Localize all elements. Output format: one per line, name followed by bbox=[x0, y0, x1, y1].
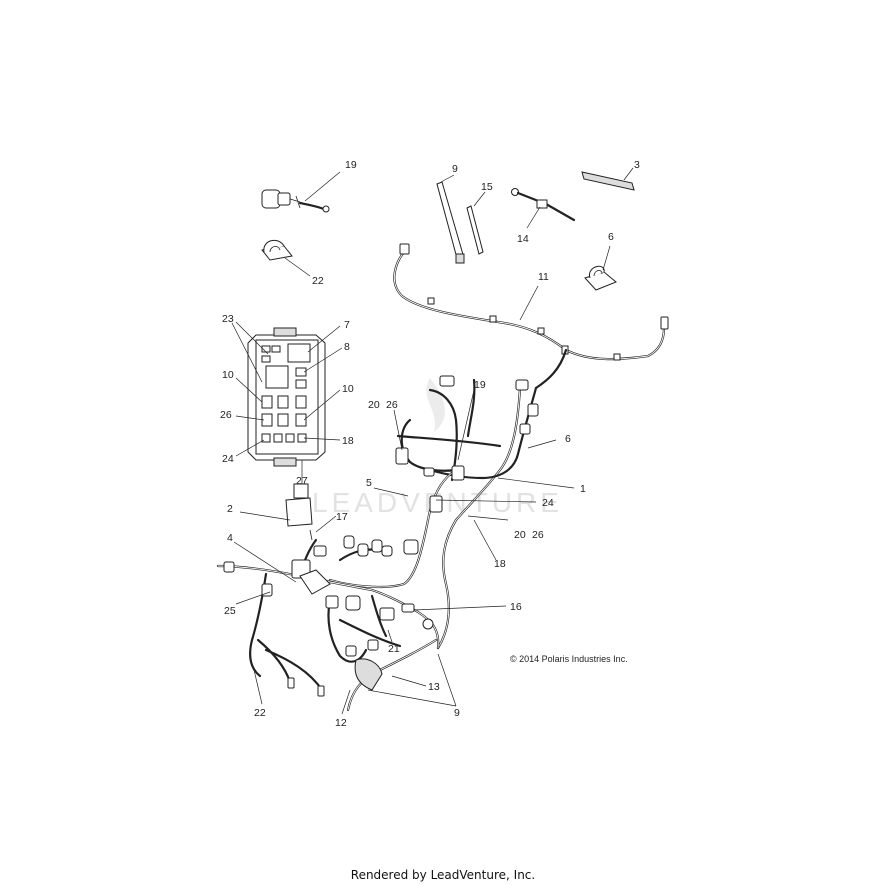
part-6-cable-clamp bbox=[584, 245, 617, 291]
callout-1: 1 bbox=[580, 483, 586, 495]
part-19-connector-pigtail bbox=[261, 171, 341, 213]
callout-22-lower: 22 bbox=[254, 707, 266, 719]
callout-9-lower: 9 bbox=[454, 707, 460, 719]
callout-18-harness: 18 bbox=[494, 558, 506, 570]
callout-4: 4 bbox=[227, 532, 233, 544]
callout-25: 25 bbox=[224, 605, 236, 617]
callout-17: 17 bbox=[336, 511, 348, 523]
callout-7: 7 bbox=[344, 319, 350, 331]
callout-6-top: 6 bbox=[608, 231, 614, 243]
callout-6-harness: 6 bbox=[565, 433, 571, 445]
callout-16: 16 bbox=[510, 601, 522, 613]
callout-8: 8 bbox=[344, 341, 350, 353]
callout-12: 12 bbox=[335, 717, 347, 729]
callout-19-top: 19 bbox=[345, 159, 357, 171]
callout-18-fusebox: 18 bbox=[342, 435, 354, 447]
part-11-long-harness bbox=[393, 243, 669, 390]
callout-21: 21 bbox=[388, 643, 400, 655]
callout-10-right: 10 bbox=[342, 383, 354, 395]
callout-26-fusebox: 26 bbox=[220, 409, 232, 421]
fuse-box bbox=[231, 321, 343, 467]
callout-20-upper: 20 bbox=[368, 399, 380, 411]
callout-labels: 19 9 15 3 14 6 22 11 23 7 8 10 10 26 24 … bbox=[220, 159, 640, 729]
callout-10-left: 10 bbox=[222, 369, 234, 381]
callout-14: 14 bbox=[517, 233, 529, 245]
part-14-ground-wire bbox=[511, 188, 576, 229]
callout-22-top: 22 bbox=[312, 275, 324, 287]
part-3-strip bbox=[581, 167, 635, 191]
main-wiring-harness bbox=[216, 375, 575, 715]
callout-3: 3 bbox=[634, 159, 640, 171]
callout-27: 27 bbox=[296, 475, 308, 487]
callout-26-lower: 26 bbox=[532, 529, 544, 541]
rendered-by-footer: Rendered by LeadVenture, Inc. bbox=[350, 868, 536, 882]
callout-24-fusebox: 24 bbox=[222, 453, 234, 465]
callout-13: 13 bbox=[428, 681, 440, 693]
callout-9-top: 9 bbox=[452, 163, 458, 175]
callout-19-harness: 19 bbox=[474, 379, 486, 391]
callout-2: 2 bbox=[227, 503, 233, 515]
part-15-rod bbox=[466, 191, 486, 255]
part-22-clip bbox=[261, 239, 311, 277]
callout-26-upper: 26 bbox=[386, 399, 398, 411]
callout-24-harness: 24 bbox=[542, 497, 554, 509]
callout-15: 15 bbox=[481, 181, 493, 193]
part-9-tie-strap bbox=[436, 174, 465, 264]
copyright-notice: © 2014 Polaris Industries Inc. bbox=[510, 654, 628, 664]
callout-5: 5 bbox=[366, 477, 372, 489]
callout-11: 11 bbox=[538, 271, 549, 283]
callout-23: 23 bbox=[222, 313, 234, 325]
callout-20-lower: 20 bbox=[514, 529, 526, 541]
